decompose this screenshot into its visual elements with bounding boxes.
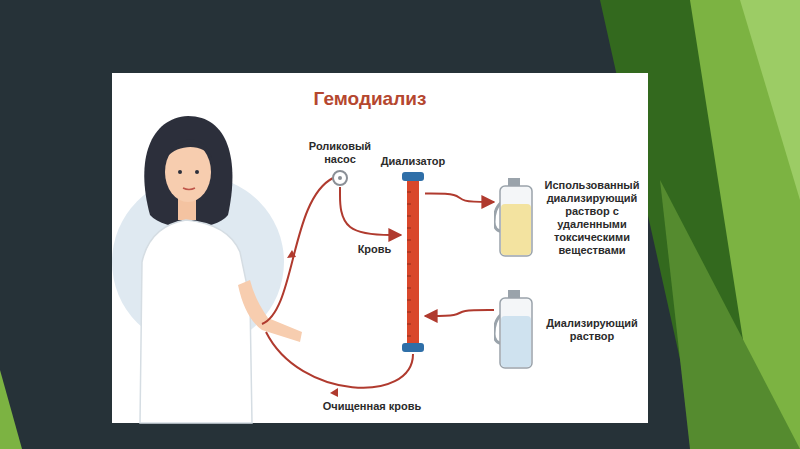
venous-tube — [266, 332, 413, 388]
column-cap — [402, 343, 424, 352]
mouth — [183, 188, 195, 190]
pump-hub — [338, 176, 342, 180]
column-tick — [407, 228, 411, 229]
eye — [195, 170, 199, 174]
column-tick — [407, 216, 411, 217]
diagram-title: Гемодиализ — [260, 88, 480, 110]
node-text: Использованный диализирующий раствор с у… — [542, 179, 642, 257]
jug-liquid — [501, 204, 531, 255]
node-text: Роликовый насос — [305, 140, 375, 166]
white-panel — [112, 73, 648, 423]
edge-label: Кровь — [355, 243, 395, 255]
fresh-solution-jug: Диализирующий раствор — [494, 290, 644, 370]
jug-liquid — [501, 316, 531, 367]
flow-arrow — [287, 250, 296, 258]
column-tick — [407, 300, 411, 301]
column-tick — [407, 252, 411, 253]
node-text: Диализирующий раствор — [542, 317, 642, 343]
flow-arrow — [330, 388, 338, 397]
arterial-tube — [262, 178, 333, 324]
pump-rotor — [333, 171, 347, 185]
green-corner — [0, 370, 22, 449]
solution-jug — [494, 290, 534, 370]
column-tick — [407, 276, 411, 277]
pump-node: Роликовый насос — [305, 140, 375, 187]
column-tick — [407, 264, 411, 265]
used-solution-jug: Использованный диализирующий раствор с у… — [494, 178, 644, 258]
column-tick — [407, 240, 411, 241]
column-tick — [407, 324, 411, 325]
column-body — [407, 178, 419, 346]
tube-connector — [425, 310, 494, 316]
fringe — [166, 140, 212, 158]
solution-jug — [494, 178, 534, 258]
column-cap — [402, 172, 424, 181]
eye — [178, 170, 182, 174]
jug-cap — [508, 290, 520, 298]
column-tick — [407, 192, 411, 193]
tube-connector — [340, 187, 401, 235]
column-tick — [407, 288, 411, 289]
jug-body — [500, 186, 532, 256]
dress — [140, 220, 252, 423]
column-tick — [407, 336, 411, 337]
green-band — [740, 0, 800, 200]
tube-label: Очищенная кровь — [320, 400, 424, 412]
roller-pump — [331, 169, 349, 187]
arm — [238, 280, 302, 342]
dialyzer-column — [401, 172, 425, 352]
hair — [144, 116, 232, 228]
tube-connector — [425, 194, 494, 202]
column-tick — [407, 312, 411, 313]
node-text: Диализатор — [376, 154, 450, 168]
green-band — [660, 180, 800, 449]
jug-body — [500, 298, 532, 368]
column-tick — [407, 204, 411, 205]
jug-cap — [508, 178, 520, 186]
